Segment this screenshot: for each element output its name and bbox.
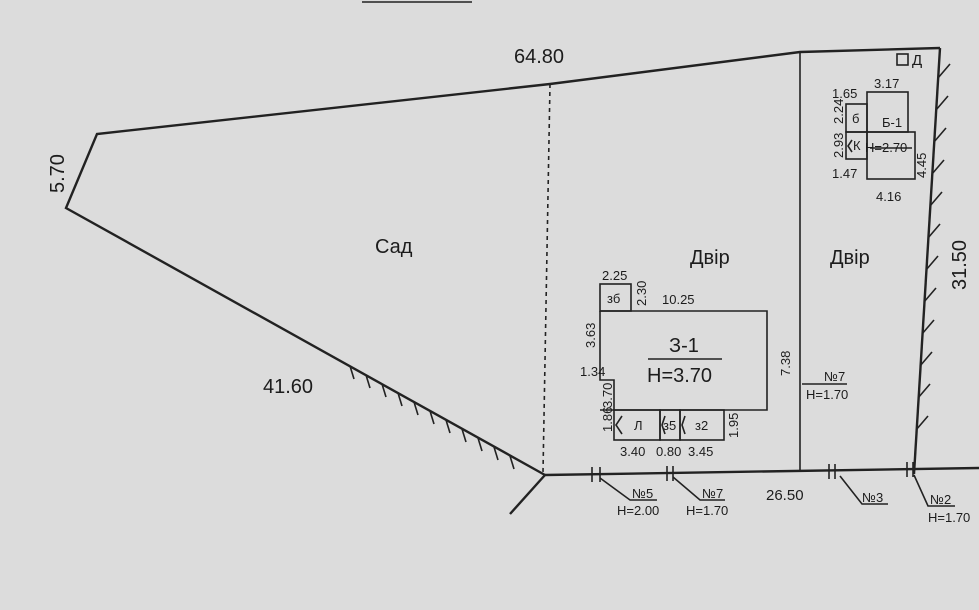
garden-label: Сад [375, 236, 413, 258]
fence-7-label: №7 [702, 486, 723, 501]
fence-leaders [599, 383, 955, 507]
yard-1-label: Двір [690, 247, 730, 269]
fence-2-height: Н=1.70 [928, 510, 970, 525]
house-z1-porch-h: 2.30 [634, 281, 649, 306]
building-b1-left-4: 1.47 [832, 166, 857, 181]
yard-divider-dim: 7.38 [778, 351, 793, 376]
building-b1 [845, 53, 916, 180]
south-west-spur [509, 474, 546, 515]
room-b: б [852, 111, 859, 126]
fence-5-height: Н=2.00 [617, 503, 659, 518]
top-dimension: 64.80 [514, 46, 564, 68]
yard-2-label: Двір [830, 247, 870, 269]
building-b1-left-3: 2.93 [831, 133, 846, 158]
fence-7-height: Н=1.70 [686, 503, 728, 518]
house-z1-porch-label: зб [607, 291, 620, 306]
bottom-dimension: 26.50 [766, 487, 804, 504]
house-z1-side-dim-1: 1.86 [600, 407, 615, 432]
room-l: Л [634, 418, 643, 433]
house-z1-right-dim: 1.95 [726, 413, 741, 438]
house-z1-side-dim-2: 3.70 [600, 383, 615, 408]
house-z1-height: Н=3.70 [647, 365, 712, 387]
building-b1-top-dim: 3.17 [874, 76, 899, 91]
house-z1-step-dim: 1.34 [580, 364, 605, 379]
east-fence-hatch [915, 63, 951, 431]
east-boundary [912, 47, 942, 475]
room-k: К [853, 138, 861, 153]
house-z1-name: З-1 [669, 335, 699, 357]
building-d-label: Д [912, 52, 922, 69]
fence-7-mid-height: Н=1.70 [806, 387, 848, 402]
building-b1-right-dim: 4.45 [914, 153, 929, 178]
plot-boundary-west [64, 46, 941, 477]
house-z1 [599, 283, 768, 441]
fence-7-mid-label: №7 [824, 369, 845, 384]
garden-yard-divider [542, 83, 551, 473]
building-b1-height: Н=2.70 [865, 140, 907, 155]
building-b1-name: Б-1 [882, 115, 902, 130]
room-z5: з5 [663, 418, 676, 433]
fence-3-label: №3 [862, 490, 883, 505]
building-b1-left-1: 1.65 [832, 86, 857, 101]
right-dimension: 31.50 [949, 240, 971, 290]
house-z1-porch-w: 2.25 [602, 268, 627, 283]
diagonal-dimension: 41.60 [263, 376, 313, 398]
south-fence-ticks [591, 462, 914, 482]
building-b1-bottom-dim: 4.16 [876, 189, 901, 204]
fence-2-label: №2 [930, 492, 951, 507]
house-z1-bottom-2: 0.80 [656, 444, 681, 459]
room-z2: з2 [695, 418, 708, 433]
building-b1-left-2: 2.24 [831, 99, 846, 124]
left-dimension: 5.70 [47, 154, 69, 193]
house-z1-left-dim: 3.63 [583, 323, 598, 348]
house-z1-bottom-1: 3.40 [620, 444, 645, 459]
diagonal-fence-hatch [349, 365, 515, 470]
house-z1-width-dim: 10.25 [662, 292, 695, 307]
fence-5-label: №5 [632, 486, 653, 501]
house-z1-bottom-3: 3.45 [688, 444, 713, 459]
